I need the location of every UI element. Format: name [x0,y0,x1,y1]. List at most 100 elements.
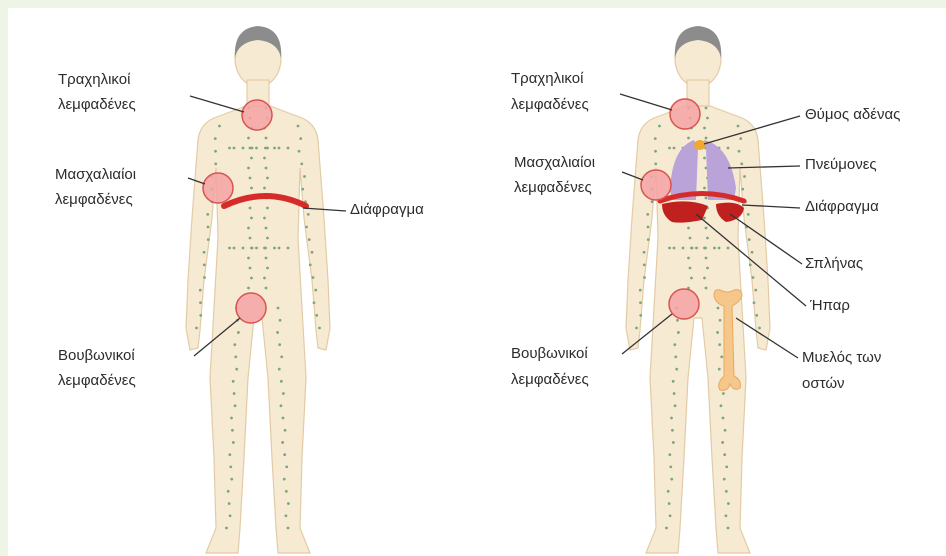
lymph-dot [703,187,706,190]
lymph-dot [228,502,231,505]
lymph-dot [639,301,642,304]
lymph-dot [195,327,198,330]
lymph-dot [281,441,284,444]
lymph-dot [643,251,646,254]
lymph-dot [203,251,206,254]
right-axillary-label: Μασχαλιαίοι λεμφαδένες [514,154,599,196]
lymph-dot [668,502,671,505]
lymph-dot [751,251,754,254]
lymph-dot [673,147,676,150]
right-cervical-label-line1: Τραχηλικοί [511,70,584,87]
lymph-dot [242,147,245,150]
right-body [626,26,770,553]
right-liver-label: Ήπαρ [809,297,850,314]
lymph-dot [249,177,252,180]
right-thymus-label: Θύμος αδένας [805,106,900,123]
lymph-dot [705,107,708,110]
lymph-dot [721,441,724,444]
lymph-dot [233,247,236,250]
lymph-dot [206,213,209,216]
lymph-dot [647,238,650,241]
left-diaphragm-label: Διάφραγμα [350,201,424,218]
lymph-dot [674,355,677,358]
slide: Τραχηλικοί λεμφαδένες Μασχαλιαίοι λεμφαδ… [8,8,946,556]
left-inguinal-label-line2: λεμφαδένες [58,372,136,389]
lymph-dot [284,429,287,432]
lymph-dot [265,167,268,170]
lymph-dot [312,276,315,279]
lymph-dot [725,490,728,493]
lymph-dot [752,276,755,279]
lymph-dot [705,257,708,260]
lymph-dot [280,380,283,383]
lymph-dot [647,226,650,229]
lymph-dot [263,187,266,190]
lymph-dot [255,247,258,250]
lymph-dot [643,263,646,266]
lymph-dot [687,227,690,230]
lymph-dot [717,307,720,310]
lymph-dot [298,150,301,153]
right-diaphragm-label: Διάφραγμα [805,198,879,215]
lymph-dot [753,301,756,304]
lymph-dot [727,527,730,530]
lymph-dot [277,307,280,310]
lymph-dot [297,125,300,128]
lymph-dot [741,188,744,191]
right-axillary-label-line1: Μασχαλιαίοι [514,154,595,171]
lymph-dot [247,287,250,290]
lymph-dot [758,327,761,330]
lymph-dot [670,478,673,481]
lymph-dot [667,490,670,493]
lymph-dot [668,147,671,150]
right-bone-marrow-label-line2: οστών [802,375,845,392]
lymph-dot [232,380,235,383]
lymph-dot [724,429,727,432]
left-axillary-node-circle [203,173,233,203]
lymph-dot [235,368,238,371]
right-liver [662,201,708,222]
lymph-dot [278,368,281,371]
lymph-dot [314,289,317,292]
lymph-dot [738,150,741,153]
lymph-dot [287,147,290,150]
lymph-dot [265,227,268,230]
lymph-dot [250,187,253,190]
lymph-dot [673,247,676,250]
lymph-dot [718,343,721,346]
lymph-dot [672,380,675,383]
lymph-dot [737,125,740,128]
lymph-dot [287,247,290,250]
lymph-dot [703,157,706,160]
lymph-dot [307,213,310,216]
lymph-dot [237,331,240,334]
lymph-dot [247,167,250,170]
lymph-dot [249,267,252,270]
lymph-dot [303,175,306,178]
lymph-dot [280,404,283,407]
lymph-dot [264,147,267,150]
lymph-dot [266,237,269,240]
lymph-dot [646,213,649,216]
lymph-dot [279,319,282,322]
lymph-dot [725,514,728,517]
lymph-dot [671,429,674,432]
lymph-dot [743,175,746,178]
lymph-dot [250,157,253,160]
lymph-dot [234,404,237,407]
right-axillary-node-circle [641,170,671,200]
lymph-dot [665,527,668,530]
lymph-dot [318,327,321,330]
lymph-dot [285,514,288,517]
lymph-dot [706,267,709,270]
left-inguinal-node-circle [236,293,266,323]
lymph-dot [263,277,266,280]
lymph-dot [669,465,672,468]
lymph-dot [264,247,267,250]
left-axillary-label: Μασχαλιαίοι λεμφαδένες [55,166,140,208]
lymph-dot [233,343,236,346]
lymph-dot [287,527,290,530]
lymph-dot [266,177,269,180]
right-cervical-leader [620,94,672,110]
lymph-dot [228,147,231,150]
